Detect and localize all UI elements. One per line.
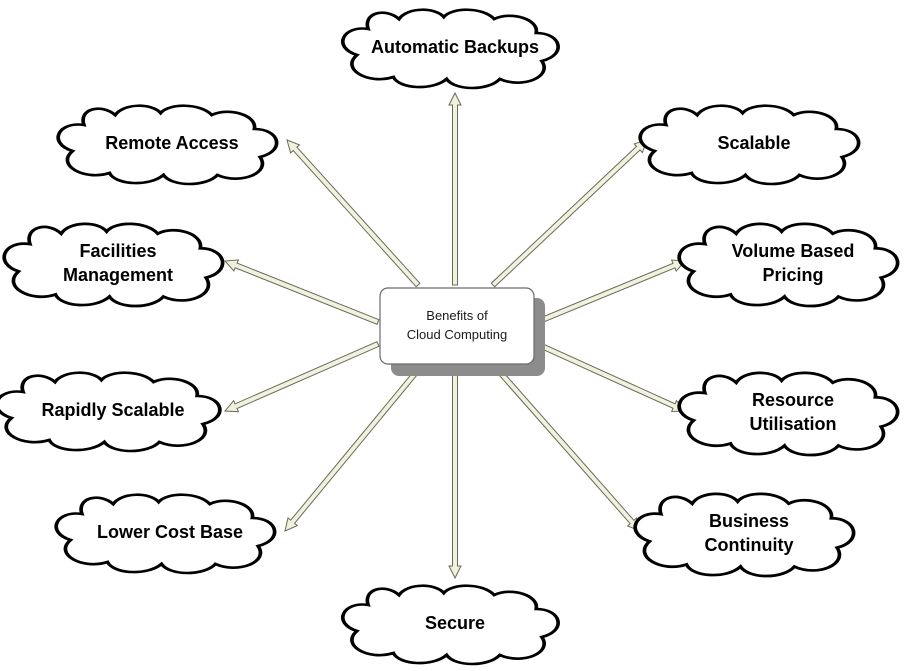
arrow-to-secure <box>448 369 462 580</box>
arrow-to-rapidly-scalable <box>223 341 380 413</box>
cloud-label-line: Pricing <box>762 265 823 285</box>
cloud-label-line: Continuity <box>705 535 794 555</box>
arrow-to-business-continuity <box>495 367 641 532</box>
cloud-label-line: Rapidly Scalable <box>41 400 184 420</box>
arrow-to-volume-based-pricing <box>535 259 687 325</box>
cloud-label-line: Remote Access <box>105 133 238 153</box>
arrow-to-resource-utilisation <box>535 341 687 413</box>
arrow-to-scalable <box>490 139 648 288</box>
cloud-scalable: Scalable <box>638 103 861 186</box>
cloud-label-line: Utilisation <box>749 414 836 434</box>
cloud-label-line: Business <box>709 511 789 531</box>
center-title-line-2: Cloud Computing <box>407 327 507 342</box>
center-box <box>379 287 535 365</box>
cloud-secure: Secure <box>340 583 560 666</box>
cloud-rapidly-scalable: Rapidly Scalable <box>0 370 222 453</box>
arrow-to-facilities-management <box>223 259 380 325</box>
cloud-label-line: Facilities <box>79 241 156 261</box>
cloud-label-line: Scalable <box>717 133 790 153</box>
cloud-lower-cost-base: Lower Cost Base <box>54 492 277 575</box>
arrow-to-automatic-backups <box>448 91 462 286</box>
center-node: Benefits of Cloud Computing <box>379 287 545 376</box>
cloud-label-line: Automatic Backups <box>371 37 539 57</box>
cloud-label-line: Volume Based <box>732 241 855 261</box>
arrow-to-lower-cost-base <box>284 367 421 532</box>
cloud-automatic-backups: Automatic Backups <box>340 7 560 90</box>
center-title-line-1: Benefits of <box>426 308 488 323</box>
cloud-label-line: Resource <box>752 390 834 410</box>
cloud-label-line: Lower Cost Base <box>97 522 243 542</box>
arrows-layer <box>223 91 687 580</box>
cloud-remote-access: Remote Access <box>56 103 279 186</box>
arrow-to-remote-access <box>286 139 421 288</box>
cloud-label-line: Management <box>63 265 173 285</box>
cloud-label-line: Secure <box>425 613 485 633</box>
